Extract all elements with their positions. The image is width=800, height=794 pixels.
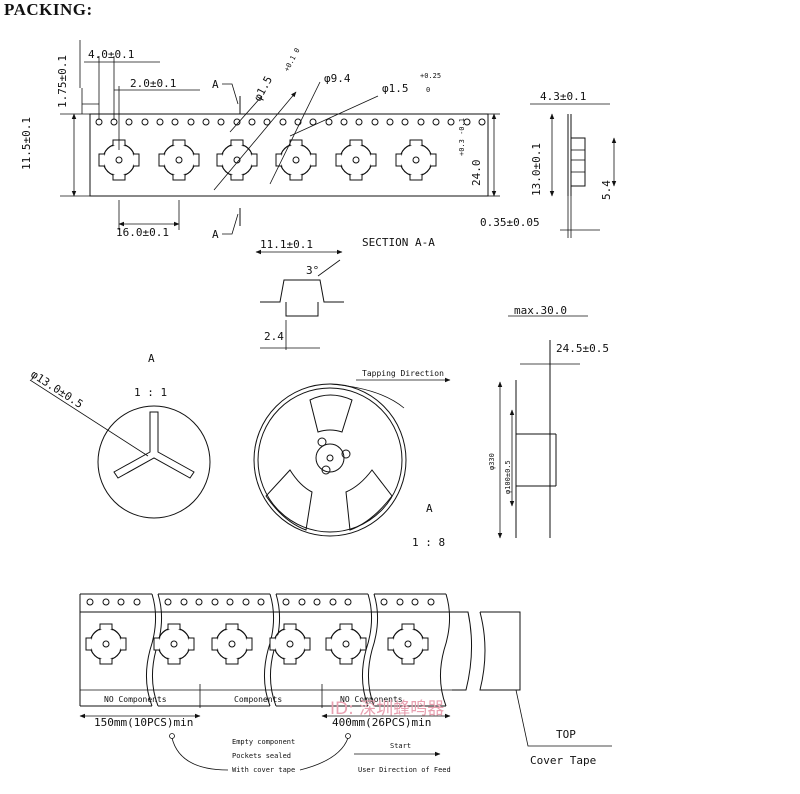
dim-section-111: 11.1±0.1 bbox=[260, 238, 313, 251]
dim-330: φ330 bbox=[488, 453, 496, 470]
strip-holes bbox=[86, 598, 435, 606]
dim-hole2-dia: φ1.5 bbox=[382, 82, 409, 95]
seg-components: Components bbox=[234, 695, 282, 704]
hub-dim: φ13.0±0.5 bbox=[28, 368, 85, 411]
dim-pocket-pitch: 16.0±0.1 bbox=[116, 226, 169, 239]
sprocket-holes bbox=[95, 118, 486, 126]
tape-outline bbox=[89, 113, 489, 197]
dim-tape-width-115: 11.5±0.1 bbox=[20, 117, 33, 170]
dim-hole-dia: φ1.5 bbox=[251, 74, 275, 104]
note-sealed: Pockets sealed bbox=[232, 752, 291, 760]
dim-hole-dia-tol: +0.1 0 bbox=[283, 47, 302, 73]
top-label: TOP bbox=[556, 728, 576, 741]
section-mark-bottom: A bbox=[212, 228, 219, 241]
dim-tape-width-24: 24.0 bbox=[470, 160, 483, 187]
dim-tape-width-tol: +0.3 -0.1 bbox=[458, 118, 466, 156]
dim-hole-edge: 1.75±0.1 bbox=[56, 55, 69, 108]
hub-scale: 1 : 1 bbox=[134, 386, 167, 399]
seg-no-components-2: NO Components bbox=[340, 695, 403, 704]
component-pockets bbox=[98, 139, 437, 181]
dim-100: φ100±0.5 bbox=[504, 460, 512, 494]
seg-no-components: NO Components bbox=[104, 695, 167, 704]
reel-label: A bbox=[426, 502, 433, 515]
carrier-tape-top-view: A A 4.0±0.1 2.0±0.1 11.5±0.1 1.75±0.1 16… bbox=[20, 40, 500, 241]
dim-hole2-tol-bot: 0 bbox=[426, 86, 430, 94]
dim-hole-center: 2.0±0.1 bbox=[130, 77, 176, 90]
tape-side-view: 4.3±0.1 13.0±0.1 5.4 0.35±0.05 bbox=[480, 90, 617, 238]
len-150: 150mm(10PCS)min bbox=[94, 716, 193, 729]
dim-max-30: max.30.0 bbox=[514, 304, 567, 317]
dim-side-035: 0.35±0.05 bbox=[480, 216, 540, 229]
tape-strip: NO Components Components NO Components 1… bbox=[79, 593, 612, 774]
note-cover: With cover tape bbox=[232, 766, 295, 774]
len-400: 400mm(26PCS)min bbox=[332, 716, 431, 729]
section-title: SECTION A-A bbox=[362, 236, 435, 249]
section-mark-top: A bbox=[212, 78, 219, 91]
section-a-a: SECTION A-A 11.1±0.1 3° 2.4 bbox=[255, 236, 435, 350]
dim-section-24: 2.4 bbox=[264, 330, 284, 343]
watermark: ID: 深圳蜂鸣器 bbox=[330, 699, 444, 719]
dim-side-130: 13.0±0.1 bbox=[530, 143, 543, 196]
user-direction: User Direction of Feed bbox=[358, 766, 451, 774]
section-angle: 3° bbox=[306, 264, 319, 277]
hub-detail-a: A 1 : 1 φ13.0±0.5 bbox=[28, 352, 211, 519]
note-empty: Empty component bbox=[232, 738, 295, 746]
page-title: PACKING: bbox=[4, 0, 93, 19]
dim-hole2-tol-top: +0.25 bbox=[420, 72, 441, 80]
dim-hole-pitch: 4.0±0.1 bbox=[88, 48, 134, 61]
reel-scale: 1 : 8 bbox=[412, 536, 445, 549]
dim-pocket-dia: φ9.4 bbox=[324, 72, 351, 85]
dim-side-43: 4.3±0.1 bbox=[540, 90, 586, 103]
cover-tape: Cover Tape bbox=[530, 754, 596, 767]
reel-side-view: max.30.0 24.5±0.5 φ330 φ100±0.5 bbox=[488, 304, 609, 539]
reel-front-view: Tapping Direction A 1 : 8 bbox=[253, 369, 451, 549]
hub-label: A bbox=[148, 352, 155, 365]
tapping-direction: Tapping Direction bbox=[362, 369, 444, 378]
start-label: Start bbox=[390, 742, 411, 750]
dim-245: 24.5±0.5 bbox=[556, 342, 609, 355]
dim-side-54: 5.4 bbox=[600, 180, 613, 200]
